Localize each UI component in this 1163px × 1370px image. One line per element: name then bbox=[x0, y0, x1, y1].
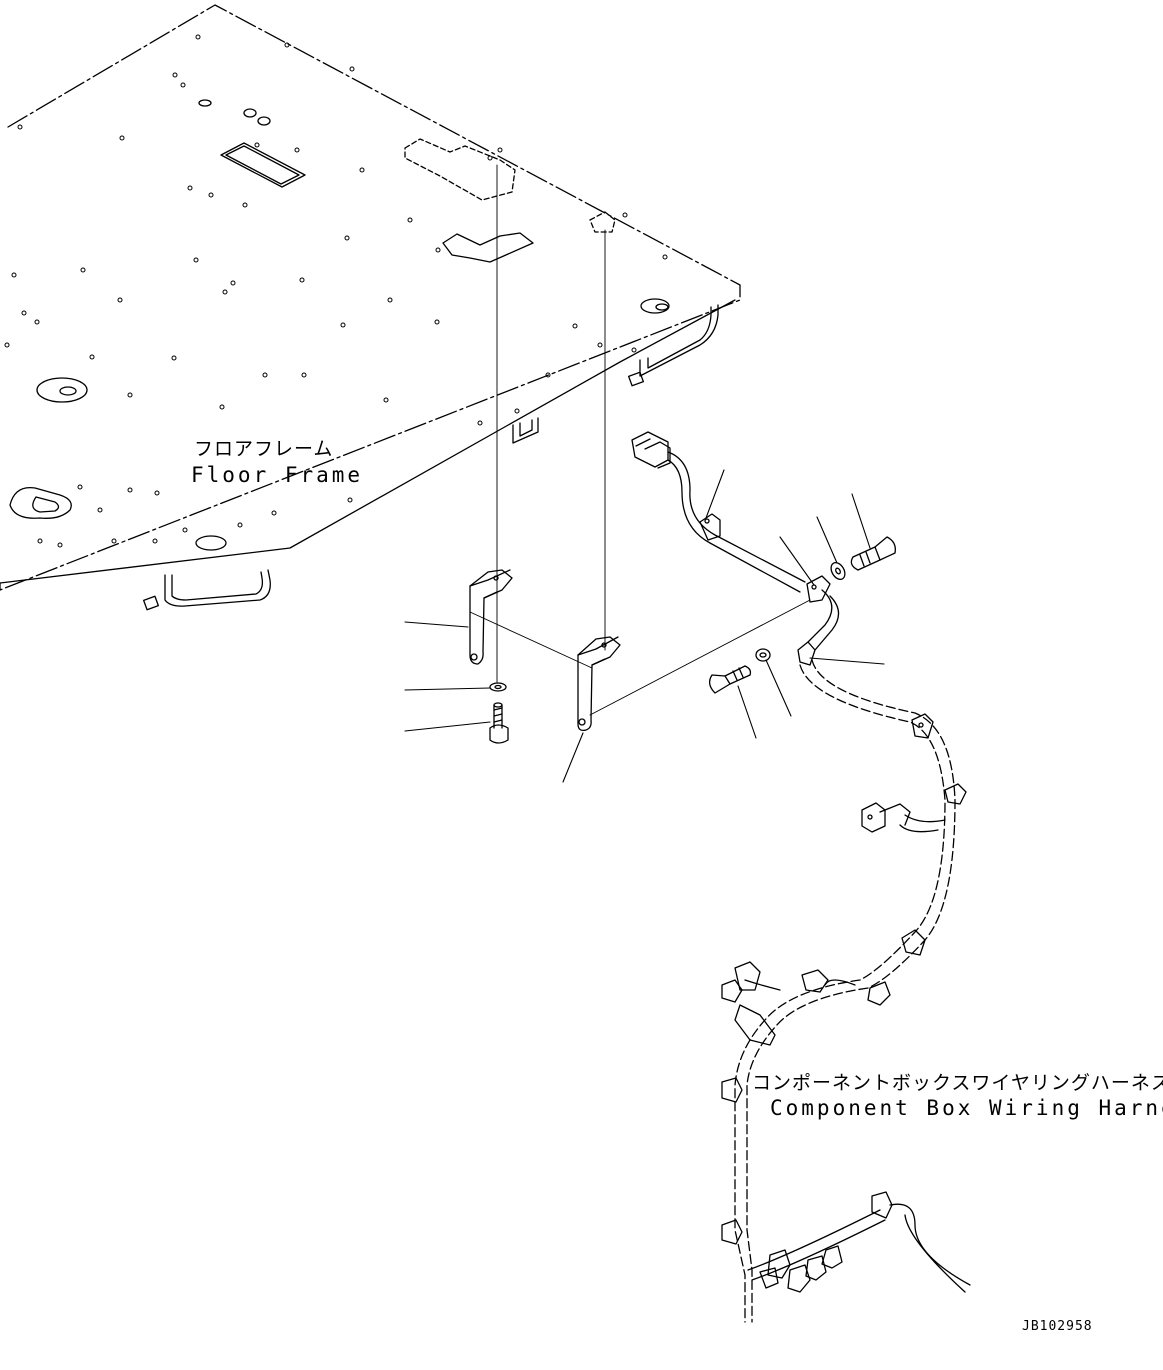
floor-frame-label-jp: フロアフレーム bbox=[194, 438, 334, 460]
opening-dash-3 bbox=[405, 139, 515, 200]
bolt-left bbox=[490, 703, 508, 743]
bolt-lower-right bbox=[710, 666, 751, 693]
floor-small-holes bbox=[5, 35, 667, 547]
harness-clamp-4 bbox=[912, 714, 933, 738]
harness-clamp-5 bbox=[945, 784, 966, 804]
bracket-left bbox=[470, 570, 512, 664]
hole-large-3 bbox=[641, 299, 669, 313]
hole-med-2 bbox=[244, 109, 256, 117]
leader-washer-lower bbox=[766, 660, 791, 716]
leader-washer-left bbox=[405, 688, 490, 690]
hole-med-1 bbox=[199, 100, 211, 106]
harness-label-en: Component Box Wiring Harness bbox=[770, 1096, 1163, 1120]
washer-upper-right bbox=[828, 560, 847, 582]
floor-frame-outline bbox=[0, 5, 740, 590]
harness-clamp-9 bbox=[722, 1220, 742, 1244]
opening-slot-2 bbox=[443, 233, 533, 262]
floor-tube-mid bbox=[513, 418, 538, 443]
leader-bolt-lower bbox=[738, 686, 756, 738]
hole-med-3 bbox=[258, 117, 270, 125]
drawing-code: JB102958 bbox=[1022, 1319, 1093, 1334]
leader-clamp-1 bbox=[706, 470, 724, 518]
leader-clamp-3 bbox=[810, 658, 884, 664]
leader-bracket-right bbox=[563, 733, 583, 782]
hole-large-3-inner bbox=[656, 304, 668, 310]
hole-large-1 bbox=[37, 378, 87, 402]
harness-branch-mid-left bbox=[862, 803, 945, 832]
hole-large-2 bbox=[196, 536, 226, 550]
leader-bolt-upper bbox=[852, 494, 870, 548]
harness-branch-bottom bbox=[748, 1192, 970, 1292]
harness-segment-upper bbox=[668, 452, 805, 582]
hole-large-1-inner bbox=[60, 387, 76, 395]
bracket-right bbox=[578, 637, 620, 730]
opening-dash-4 bbox=[590, 212, 615, 232]
washer-lower-right bbox=[756, 649, 770, 661]
floor-openings bbox=[10, 100, 669, 550]
harness-clamp-8 bbox=[722, 1078, 742, 1102]
harness-clamp-7 bbox=[868, 982, 890, 1005]
harness-clamp-3 bbox=[798, 642, 815, 665]
assembly-guide-lines bbox=[470, 165, 810, 715]
harness-clamp-6 bbox=[902, 930, 925, 955]
washer-left bbox=[490, 683, 506, 691]
floor-tube-left bbox=[144, 570, 271, 610]
harness-clamp-1 bbox=[700, 514, 720, 540]
floor-frame bbox=[0, 5, 740, 610]
harness-top-connector bbox=[632, 432, 670, 468]
harness-connector-cluster-1 bbox=[722, 962, 855, 1045]
leader-bolt-left bbox=[405, 722, 490, 731]
floor-frame-edge bbox=[0, 300, 735, 583]
harness-label-jp: コンポーネントボックスワイヤリングハーネス bbox=[752, 1072, 1163, 1094]
floor-tube-right bbox=[629, 305, 718, 386]
wiring-harness bbox=[632, 432, 970, 1322]
opening-left-5 bbox=[10, 488, 71, 519]
harness-dashed-run bbox=[735, 660, 955, 1322]
leader-lines bbox=[405, 470, 884, 782]
bolt-upper-right bbox=[851, 537, 895, 570]
leader-clamp-2 bbox=[780, 537, 814, 585]
leader-bracket-left bbox=[405, 622, 468, 627]
opening-rect-1 bbox=[221, 143, 305, 187]
leader-washer-upper bbox=[817, 517, 837, 563]
floor-frame-label-en: Floor Frame bbox=[191, 463, 364, 487]
